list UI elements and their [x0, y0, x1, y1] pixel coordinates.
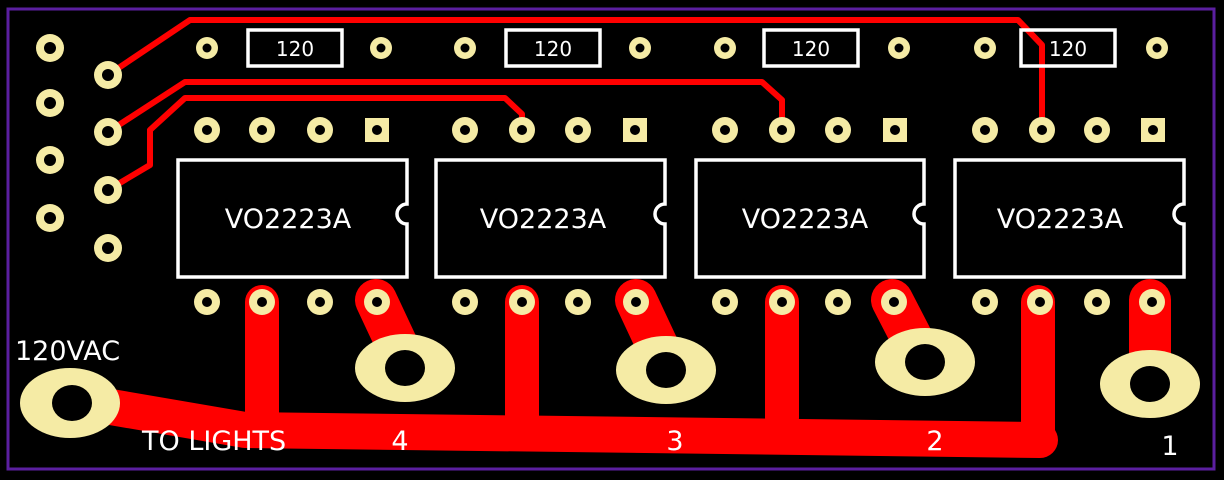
chip-label: VO2223A [225, 204, 352, 235]
resistor-label: 120 [1049, 37, 1087, 61]
resistor-3: 120 [714, 28, 910, 68]
resistor-label: 120 [792, 37, 830, 61]
chip-label: VO2223A [480, 204, 607, 235]
output-label: TO LIGHTS [141, 426, 286, 457]
channel-label-4: 4 [391, 426, 408, 457]
resistor-2: 120 [454, 28, 651, 68]
chip-4: VO2223A [953, 117, 1186, 315]
resistor-label: 120 [534, 37, 572, 61]
resistor-1: 120 [196, 28, 392, 68]
chip-2: VO2223A [434, 117, 667, 315]
resistor-label: 120 [276, 37, 314, 61]
chip-label: VO2223A [742, 204, 869, 235]
header-connector [36, 34, 122, 262]
resistor-4: 120 [974, 28, 1168, 68]
chip-3: VO2223A [694, 117, 926, 315]
channel-label-1: 1 [1161, 431, 1178, 462]
chip-1: VO2223A [176, 117, 409, 315]
chip-label: VO2223A [997, 204, 1124, 235]
channel-label-3: 3 [666, 426, 683, 457]
power-label: 120VAC [15, 336, 120, 367]
channel-label-2: 2 [926, 426, 943, 457]
board-outline [6, 7, 1216, 471]
terminal-pads [20, 328, 1200, 438]
